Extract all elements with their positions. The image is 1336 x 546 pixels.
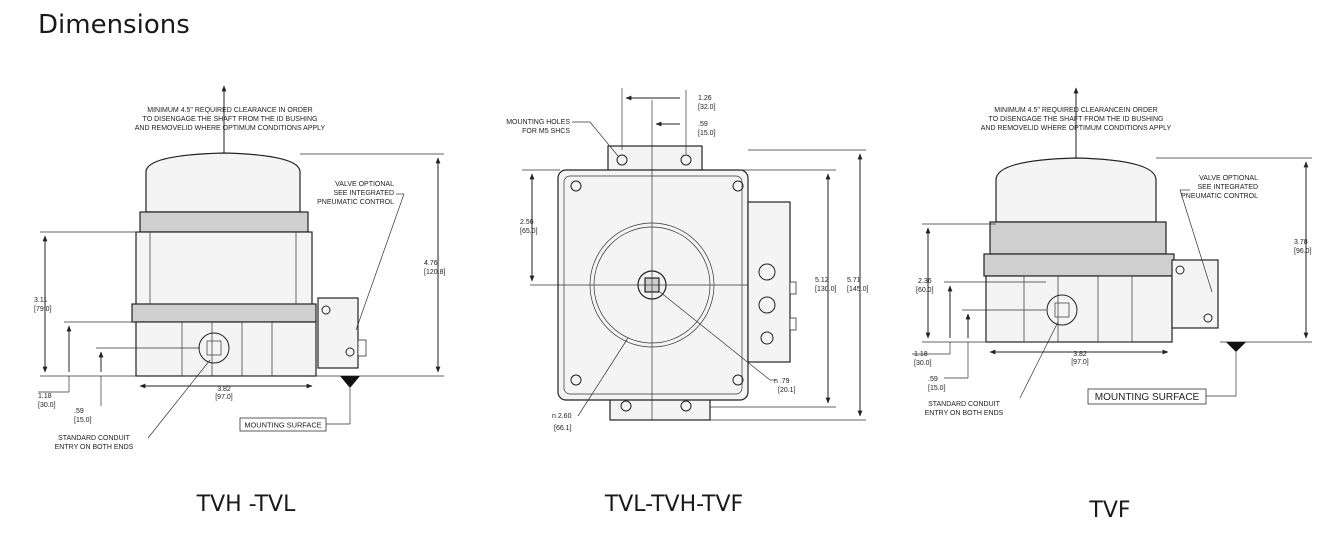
dim-height-total: 3.78 — [1294, 239, 1308, 246]
conduit-label-line1: STANDARD CONDUIT — [58, 435, 131, 442]
dim-hole-offset-mm: [15.0] — [698, 130, 716, 137]
valve-label-line3: PNEUMATIC CONTROL — [1181, 193, 1258, 200]
dim-right-inner-mm: [130.0] — [815, 286, 836, 293]
dim-top-offset-mm: [32.0] — [698, 104, 716, 111]
dim-conduit-height-mm: [30.0] — [914, 360, 932, 367]
clearance-note-line2: TO DISENGAGE THE SHAFT FROM THE ID BUSHI… — [989, 116, 1164, 123]
caption-tvh-tvl: TVH -TVL — [196, 492, 296, 517]
dim-shaft-diameter-mm: [20.1] — [778, 387, 796, 394]
dim-height-total-mm: [96.0] — [1294, 248, 1312, 255]
dim-right-outer-mm: [145.0] — [847, 286, 868, 293]
caption-tvf: TVF — [1089, 498, 1131, 523]
dim-width: 3.82 — [217, 386, 231, 393]
dim-left-height-mm: [65.0] — [520, 228, 538, 235]
dim-conduit-offset: .59 — [74, 408, 84, 415]
mounting-holes-line1: MOUNTING HOLES — [506, 119, 570, 126]
dim-height-total-mm: [120.8] — [424, 269, 445, 276]
dim-height-body: 3.11 — [34, 297, 47, 304]
mounting-holes-line2: FOR M5 SHCS — [522, 128, 570, 135]
dim-conduit-offset-mm: [15.0] — [74, 417, 92, 424]
clearance-note-line1: MINIMUM 4.5" REQUIRED CLEARANCEIN ORDER — [994, 107, 1158, 114]
clearance-note-line3: AND REMOVELID WHERE OPTIMUM CONDITIONS A… — [135, 125, 326, 132]
dim-right-inner: 5.12 — [815, 277, 829, 284]
dim-height-body-mm: [79.0] — [34, 306, 52, 313]
clearance-note-line1: MINIMUM 4.5" REQUIRED CLEARANCE IN ORDER — [147, 107, 312, 114]
conduit-label-line2: ENTRY ON BOTH ENDS — [925, 410, 1004, 417]
dim-height-body: 2.36 — [918, 278, 932, 285]
dim-width: 3.82 — [1073, 351, 1087, 358]
page-title: Dimensions — [38, 10, 190, 40]
drawing-tvf: MINIMUM 4.5" REQUIRED CLEARANCEIN ORDER … — [912, 87, 1312, 417]
dim-left-height: 2.56 — [520, 219, 534, 226]
dim-width-mm: [97.0] — [215, 394, 233, 401]
dim-conduit-offset: .59 — [928, 376, 938, 383]
mounting-surface-label: MOUNTING SURFACE — [244, 421, 321, 430]
dim-shaft-diameter: n .79 — [774, 378, 790, 385]
caption-tvl-tvh-tvf: TVL-TVH-TVF — [604, 492, 744, 517]
dim-hole-offset: .59 — [698, 121, 708, 128]
dim-conduit-height-mm: [30.0] — [38, 402, 56, 409]
valve-label-line1: VALVE OPTIONAL — [335, 181, 394, 188]
dim-large-diameter: n 2.60 — [552, 413, 572, 420]
dim-top-offset: 1.26 — [698, 95, 712, 102]
dim-large-diameter-mm: [66.1] — [554, 425, 572, 432]
valve-label-line2: SEE INTEGRATED — [1197, 184, 1258, 191]
clearance-note-line2: TO DISENGAGE THE SHAFT FROM THE ID BUSHI… — [143, 116, 318, 123]
dim-conduit-offset-mm: [15.0] — [928, 385, 946, 392]
dim-conduit-height: 1.18 — [38, 393, 52, 400]
valve-label-line1: VALVE OPTIONAL — [1199, 175, 1258, 182]
drawing-tvh-tvl: MINIMUM 4.5" REQUIRED CLEARANCE IN ORDER… — [34, 85, 445, 451]
dim-width-mm: [97.0] — [1071, 359, 1089, 366]
dim-right-outer: 5.71 — [847, 277, 861, 284]
clearance-note-line3: AND REMOVELID WHERE OPTIMUM CONDITIONS A… — [981, 125, 1172, 132]
conduit-label-line2: ENTRY ON BOTH ENDS — [55, 444, 134, 451]
valve-label-line2: SEE INTEGRATED — [333, 190, 394, 197]
mounting-surface-label: MOUNTING SURFACE — [1095, 392, 1200, 403]
dim-conduit-height: 1.18 — [914, 351, 928, 358]
conduit-label-line1: STANDARD CONDUIT — [928, 401, 1001, 408]
dim-height-total: 4.76 — [424, 260, 438, 267]
drawing-tvl-tvh-tvf: 1.26 [32.0] .59 [15.0] MOUNTING HOLES FO… — [506, 88, 868, 432]
valve-label-line3: PNEUMATIC CONTROL — [317, 199, 394, 206]
dim-height-body-mm: [60.0] — [916, 287, 934, 294]
